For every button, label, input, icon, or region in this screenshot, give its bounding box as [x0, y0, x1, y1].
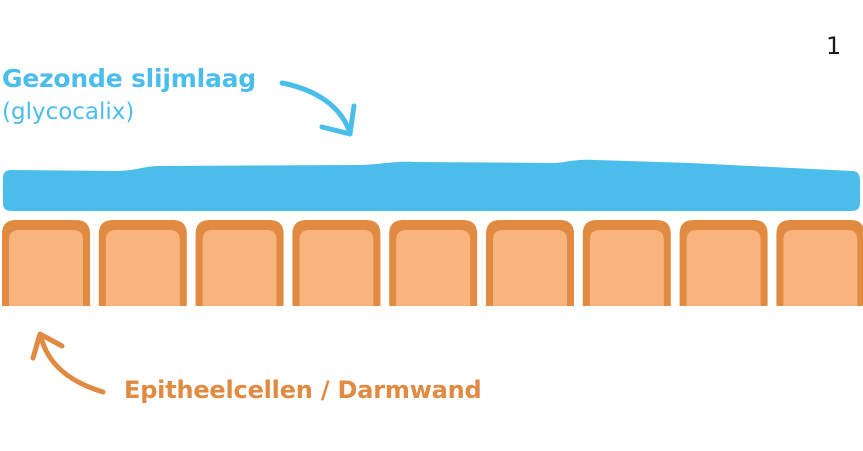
arrow-to-cells-icon: [30, 331, 106, 395]
epithelial-cell: [679, 220, 768, 306]
epithelial-cell: [486, 220, 574, 306]
mucus-layer-subtitle: (glycocalix): [2, 99, 135, 125]
arrow-to-mucus-icon: [279, 80, 357, 137]
epithelial-cell: [195, 220, 284, 306]
mucus-layer: [3, 159, 860, 211]
epithelial-cell: [776, 220, 863, 306]
epithelial-cell: [292, 220, 381, 306]
page-number: 1: [826, 32, 842, 60]
epithelium-label: Epitheelcellen / Darmwand: [124, 376, 482, 404]
epithelial-cell: [582, 220, 671, 306]
epithelial-cell: [389, 220, 478, 306]
epithelial-cell: [2, 220, 90, 306]
epithelial-cells: [2, 220, 863, 306]
mucus-layer-title: Gezonde slijmlaag: [2, 64, 256, 93]
epithelial-cell: [98, 220, 187, 306]
